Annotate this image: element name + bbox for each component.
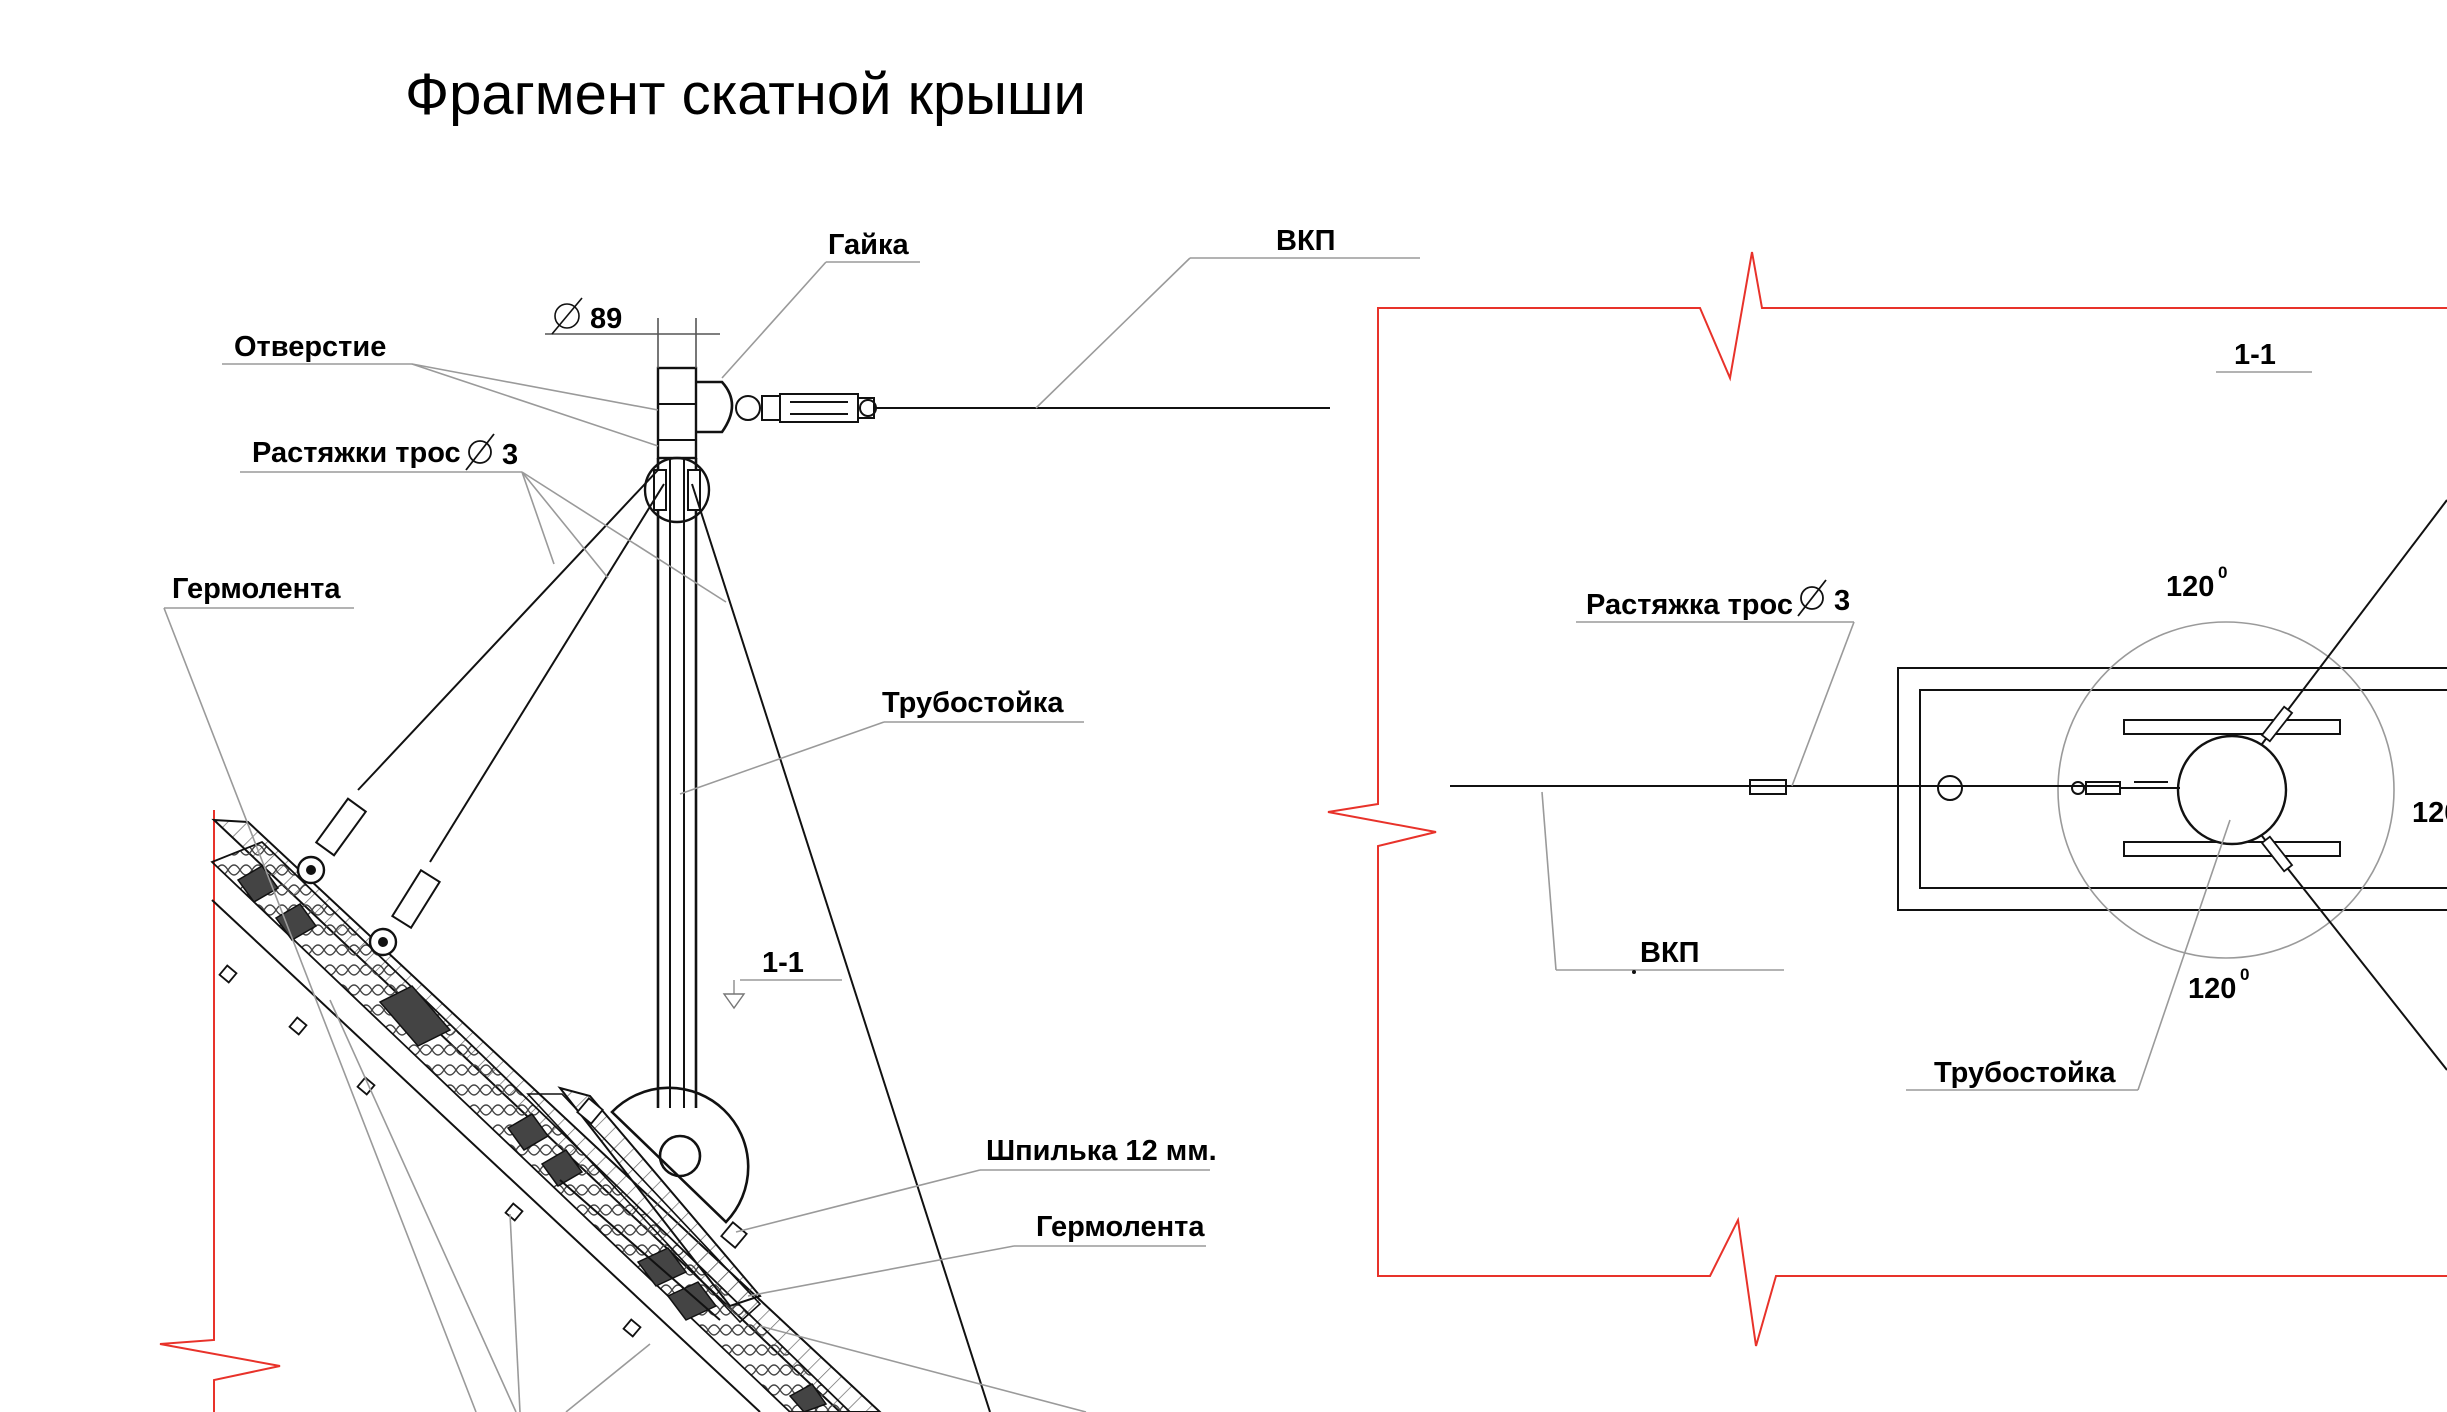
right-view: 1-1 Растяжка трос — [1327, 251, 2447, 1347]
diameter-dimension: 89 — [545, 297, 720, 368]
label-nut: Гайка — [828, 229, 910, 261]
right-break-frame — [1327, 251, 2447, 1347]
label-pipe-post-right: Трубостойка — [1934, 1057, 2116, 1089]
label-sealing-tape-bottom: Гермолента — [1036, 1211, 1205, 1243]
roof-slope — [210, 818, 882, 1412]
base-plate-inner — [1919, 689, 2447, 889]
left-break-line — [159, 810, 281, 1412]
stud-slot-top — [2123, 719, 2341, 735]
label-vkp-left: ВКП — [1276, 225, 1336, 257]
label-angle-bottom: 120 — [2188, 973, 2236, 1005]
guide-circle — [2057, 621, 2395, 959]
post-base-support — [610, 1086, 750, 1224]
base-hole — [658, 1134, 702, 1178]
small-turnbuckle — [2071, 781, 2180, 795]
label-hole: Отверстие — [234, 331, 386, 363]
page-title: Фрагмент скатной крыши — [405, 62, 1086, 127]
label-angle-right: 120 — [2412, 797, 2447, 829]
label-guy-rope-right-diameter: 3 — [1834, 585, 1850, 617]
post-section — [2176, 734, 2288, 846]
label-stud: Шпилька 12 мм. — [986, 1135, 1217, 1167]
diameter-icon — [465, 433, 495, 471]
label-guy-rope: Растяжки трос — [252, 437, 461, 469]
label-angle-top-sup: 0 — [2218, 563, 2227, 582]
label-angle-bottom-sup: 0 — [2240, 965, 2249, 984]
diameter-icon-right — [1797, 579, 1827, 617]
base-plate-outer — [1897, 667, 2447, 911]
diameter-value: 89 — [590, 303, 622, 335]
section-title: 1-1 — [2234, 339, 2276, 371]
label-angle-top: 120 — [2166, 571, 2214, 603]
left-view: 89 — [159, 225, 1420, 1412]
label-pipe-post: Трубостойка — [882, 687, 1064, 719]
label-vkp-right: ВКП — [1640, 937, 1700, 969]
label-guy-rope-diameter: 3 — [502, 439, 518, 471]
leaders — [163, 257, 1420, 1412]
guy-ring — [643, 456, 711, 524]
label-sealing-tape-top: Гермолента — [172, 573, 341, 605]
guy-ropes — [296, 469, 991, 1412]
nut-turnbuckle — [696, 380, 1330, 434]
label-section-mark: 1-1 — [762, 947, 804, 979]
label-guy-rope-right: Растяжка трос — [1586, 589, 1793, 621]
